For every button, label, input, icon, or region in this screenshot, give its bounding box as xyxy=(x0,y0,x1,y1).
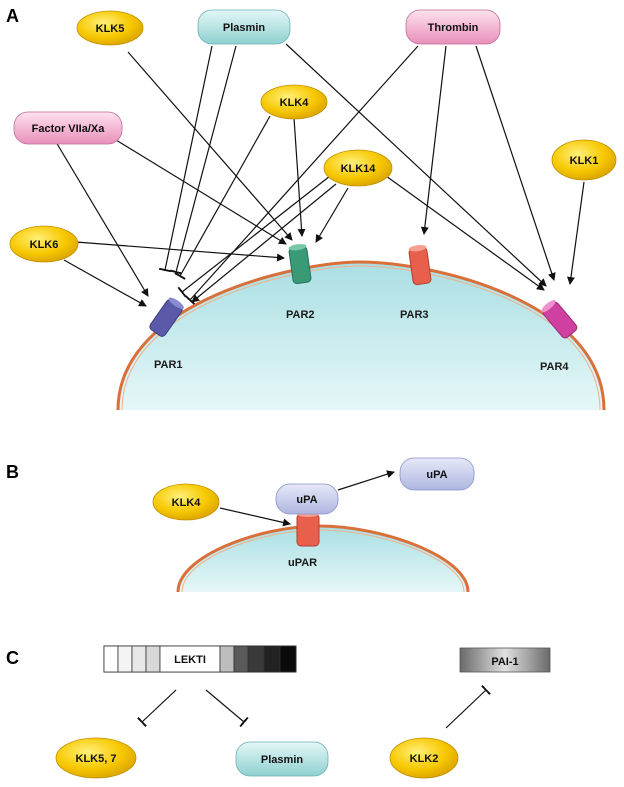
line-thrombin-par1 xyxy=(184,45,419,305)
arrow-klk4-upar xyxy=(219,507,291,527)
arrow-klk14-par1-b xyxy=(191,183,337,303)
node-plasmin-c: Plasmin xyxy=(235,741,329,777)
node-plasmin: Plasmin xyxy=(197,9,291,45)
node-plasmin-label: Plasmin xyxy=(223,22,265,34)
arrow-klk4-par2 xyxy=(293,117,306,237)
lekti-label: LEKTI xyxy=(174,654,206,666)
receptor-par3: PAR3 xyxy=(400,244,432,321)
arrow-klk6-par2 xyxy=(75,241,285,262)
receptor-par4-label: PAR4 xyxy=(540,361,569,373)
pai1-label: PAI-1 xyxy=(491,656,518,668)
inhibit-klk2-pai1 xyxy=(445,684,491,729)
node-klk1-label: KLK1 xyxy=(570,155,599,167)
node-klk5: KLK5 xyxy=(76,10,144,46)
node-klk1: KLK1 xyxy=(551,139,617,181)
node-klk2-label: KLK2 xyxy=(410,753,439,765)
pai1-inhibitor: PAI-1 xyxy=(459,647,551,673)
receptor-upar-label: uPAR xyxy=(288,557,317,569)
node-factor-viia-xa-label: Factor VIIa/Xa xyxy=(32,123,106,135)
node-upa-free-label: uPA xyxy=(426,469,447,481)
node-upa-bound: uPA xyxy=(275,483,339,515)
panel-b-cell-membrane xyxy=(176,524,470,593)
arrow-klk6-par1 xyxy=(63,259,147,307)
node-klk6-label: KLK6 xyxy=(30,239,59,251)
arrow-factor-par1 xyxy=(55,141,149,297)
receptor-par2-label: PAR2 xyxy=(286,309,315,321)
receptor-par1: PAR1 xyxy=(149,297,184,371)
arrow-klk14-par4 xyxy=(385,175,545,291)
arrow-thrombin-par3 xyxy=(420,45,447,235)
receptor-par3-label: PAR3 xyxy=(400,309,429,321)
inhibit-lekti-plasmin xyxy=(205,689,249,728)
receptor-par4: PAR4 xyxy=(540,299,578,373)
node-klk4-a: KLK4 xyxy=(260,84,328,120)
node-thrombin-label: Thrombin xyxy=(428,22,479,34)
panel-b-arrows xyxy=(219,470,395,527)
node-klk4-b-label: KLK4 xyxy=(172,497,202,509)
panel-c-inhibition-lines xyxy=(137,684,491,729)
arrow-upa-release xyxy=(337,470,395,491)
arrow-thrombin-par4 xyxy=(475,45,556,281)
lekti-inhibitor: LEKTI xyxy=(103,645,297,673)
line-plasmin-par1-b xyxy=(169,45,237,275)
line-klk4-par1 xyxy=(174,115,271,280)
panel-b-label: B xyxy=(6,462,19,482)
arrow-factor-par2 xyxy=(115,139,287,245)
node-klk14-label: KLK14 xyxy=(341,163,377,175)
panel-a-arrows xyxy=(55,43,585,307)
node-klk6: KLK6 xyxy=(9,225,79,263)
node-klk57: KLK5, 7 xyxy=(55,737,137,779)
line-plasmin-par1-a xyxy=(158,45,213,273)
node-klk4-b: KLK4 xyxy=(152,483,220,521)
receptor-par1-label: PAR1 xyxy=(154,359,183,371)
node-klk4-a-label: KLK4 xyxy=(280,97,310,109)
node-factor-viia-xa: Factor VIIa/Xa xyxy=(13,111,123,145)
panel-a-cell-body xyxy=(118,262,604,410)
arrow-klk1-par4 xyxy=(566,181,585,285)
arrow-klk14-par2 xyxy=(315,187,349,243)
node-klk57-label: KLK5, 7 xyxy=(76,753,117,765)
line-klk14-par1-a xyxy=(177,175,331,298)
inhibit-lekti-klk57 xyxy=(137,689,177,728)
node-thrombin: Thrombin xyxy=(405,9,501,45)
node-upa-bound-label: uPA xyxy=(296,494,317,506)
node-plasmin-c-label: Plasmin xyxy=(261,754,303,766)
node-upa-free: uPA xyxy=(399,457,475,491)
node-klk5-label: KLK5 xyxy=(96,23,125,35)
panel-b-cell-body xyxy=(178,526,468,592)
node-klk2: KLK2 xyxy=(389,737,459,779)
receptor-par2: PAR2 xyxy=(286,243,315,321)
panel-a-label: A xyxy=(6,6,19,26)
panel-b-cell-membrane-inner xyxy=(181,529,465,593)
panel-c-label: C xyxy=(6,648,19,668)
arrow-plasmin-par4 xyxy=(285,43,547,287)
node-klk14: KLK14 xyxy=(323,149,393,187)
